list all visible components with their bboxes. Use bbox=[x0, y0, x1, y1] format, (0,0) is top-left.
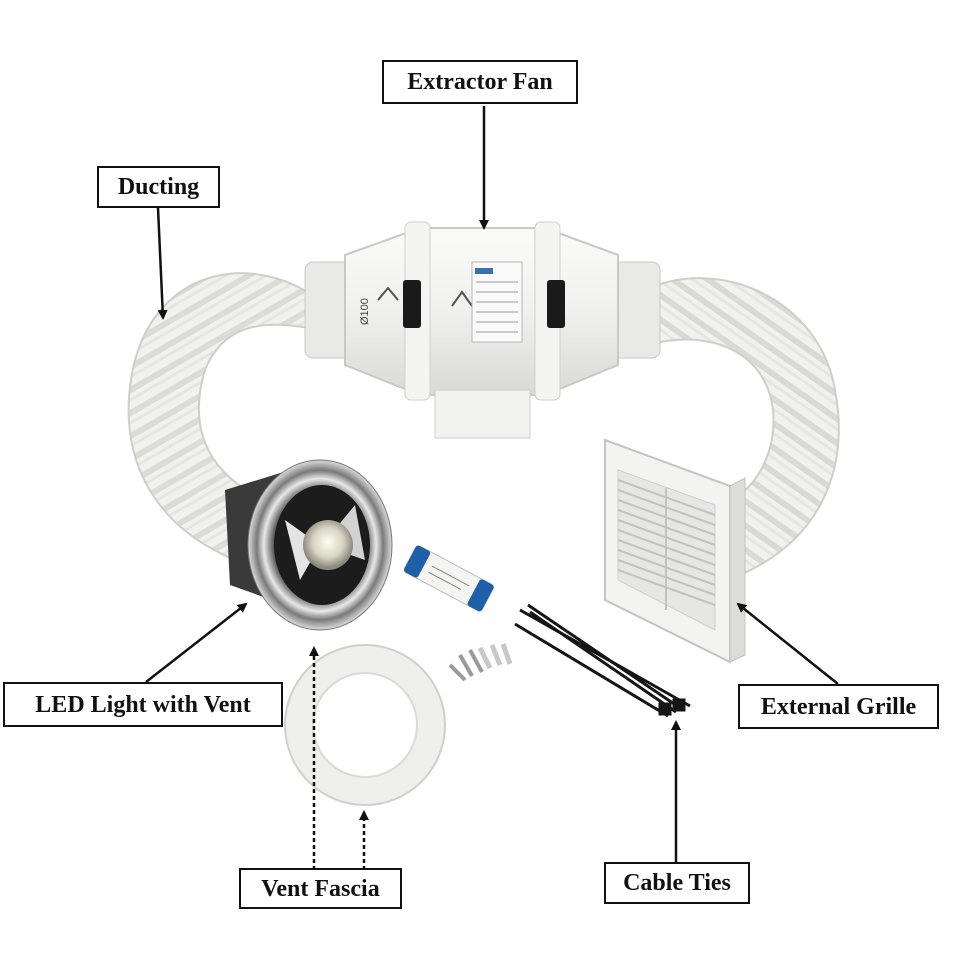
led-lens bbox=[303, 520, 353, 570]
label-cable-ties: Cable Ties bbox=[604, 862, 750, 904]
arrow-ducting bbox=[156, 207, 168, 320]
label-external-grille-text: External Grille bbox=[760, 693, 917, 720]
fan-clip-right bbox=[547, 280, 565, 328]
extractor-fan: Ø100 bbox=[304, 221, 661, 439]
label-extractor-fan-text: Extractor Fan bbox=[407, 69, 553, 95]
label-cable-ties-text: Cable Ties bbox=[623, 870, 731, 896]
fan-spec-label bbox=[471, 261, 523, 343]
label-vent-fascia: Vent Fascia bbox=[239, 868, 402, 909]
ducting-left bbox=[127, 272, 321, 562]
label-ducting: Ducting bbox=[97, 166, 220, 208]
led-driver bbox=[403, 545, 494, 612]
arrow-external-grille bbox=[736, 602, 839, 685]
vent-fascia bbox=[284, 644, 446, 806]
label-extractor-fan: Extractor Fan bbox=[382, 60, 578, 104]
screws-and-plugs bbox=[448, 643, 513, 682]
label-vent-fascia-text: Vent Fascia bbox=[261, 875, 380, 902]
arrow-led-light bbox=[145, 602, 248, 683]
fan-mounting-bracket bbox=[434, 389, 531, 439]
ducting-right bbox=[643, 277, 840, 577]
label-led-light-with-vent-text: LED Light with Vent bbox=[35, 691, 251, 718]
label-led-light-with-vent: LED Light with Vent bbox=[3, 682, 283, 727]
label-ducting-text: Ducting bbox=[117, 174, 200, 200]
fan-diameter-marking: Ø100 bbox=[359, 298, 371, 325]
fan-clip-left bbox=[403, 280, 421, 328]
cable-ties bbox=[514, 603, 691, 718]
pointer-arrows bbox=[145, 106, 839, 870]
label-external-grille: External Grille bbox=[738, 684, 939, 729]
led-light-vent bbox=[225, 459, 393, 631]
external-grille bbox=[604, 438, 746, 664]
